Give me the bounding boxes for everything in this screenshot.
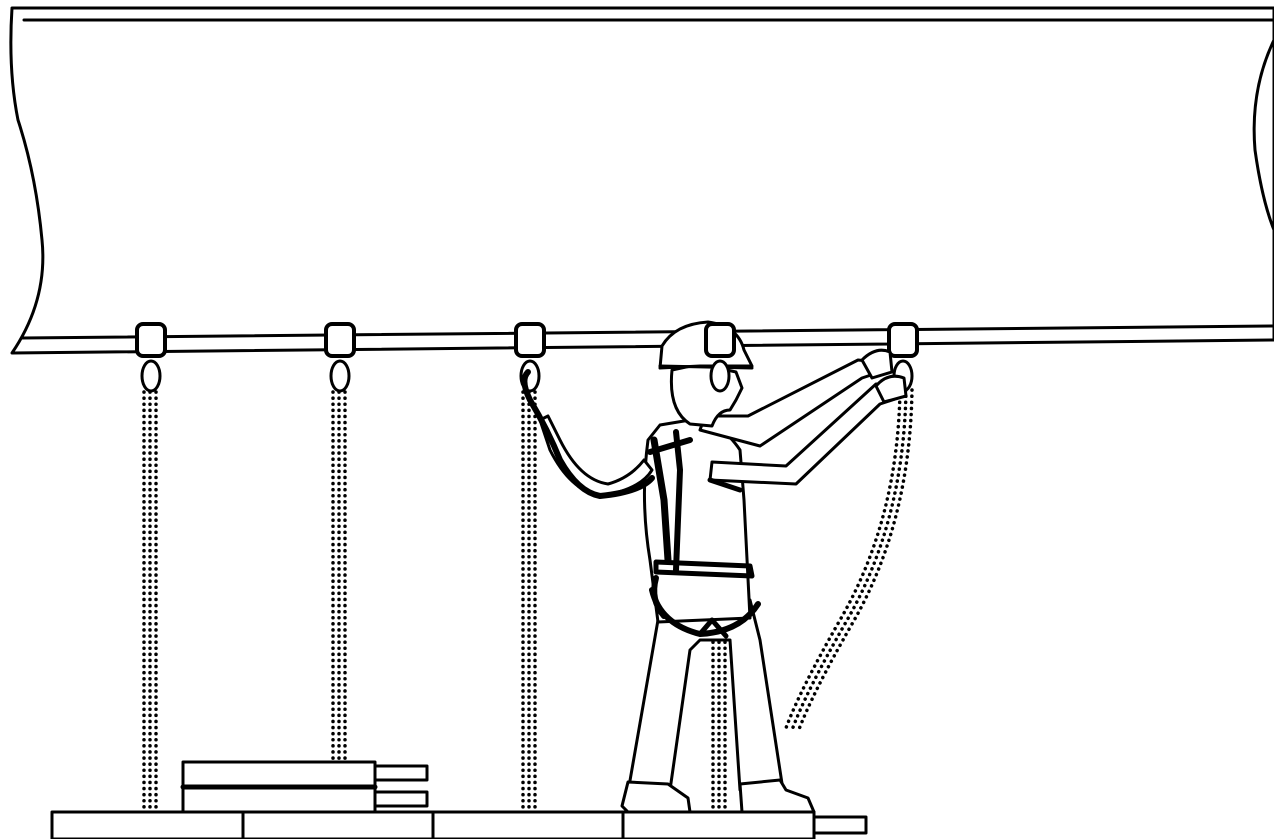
platform xyxy=(52,812,866,839)
anchor-2 xyxy=(326,324,354,391)
drop-line-2 xyxy=(333,392,345,812)
anchor-4 xyxy=(706,324,734,391)
overhead-beam xyxy=(11,8,1274,353)
worker-left-boot xyxy=(622,782,690,812)
anchor-3 xyxy=(516,324,544,391)
drop-line-3 xyxy=(523,392,535,812)
loose-lanyard xyxy=(786,390,912,732)
stacked-boards xyxy=(183,762,427,812)
anchor-1 xyxy=(137,324,165,391)
worker xyxy=(524,322,898,812)
drop-line-1 xyxy=(144,392,156,812)
worker-right-boot xyxy=(740,780,814,812)
